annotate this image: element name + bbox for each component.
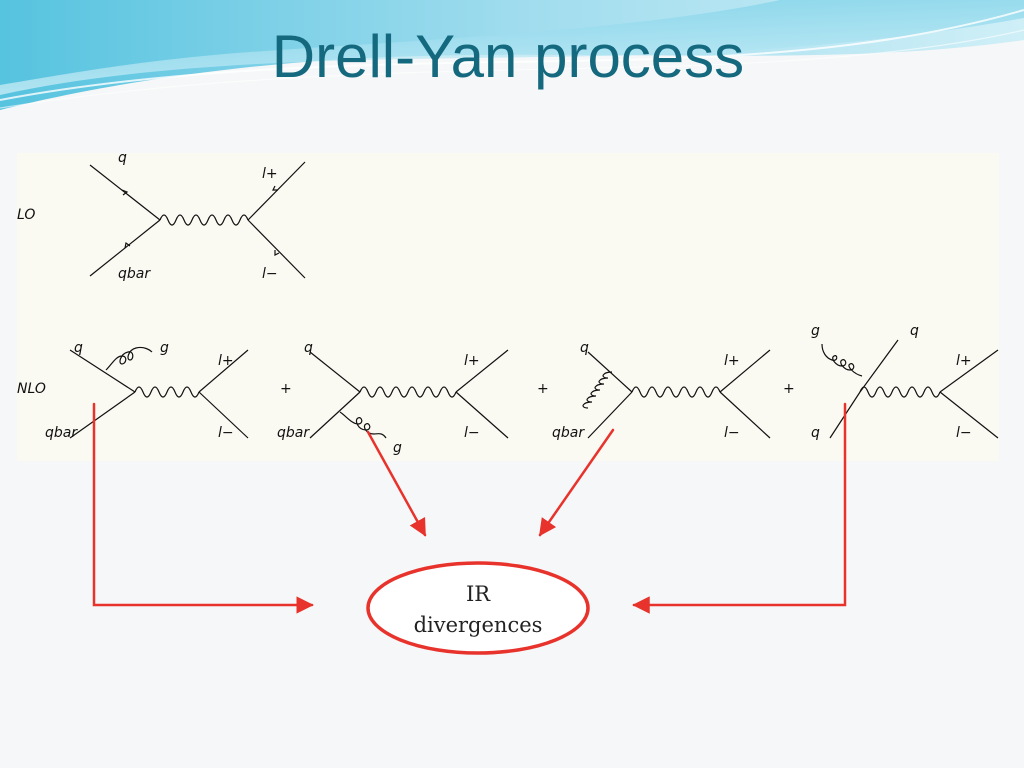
ir-label-line2: divergences (414, 613, 543, 637)
lo-diagram (89, 161, 306, 279)
nlo1-lplus-label: l+ (218, 353, 234, 369)
nlo2-lminus-label: l− (464, 425, 480, 441)
nlo3-lminus-label: l− (724, 425, 740, 441)
header-wave-line-2 (0, 29, 1024, 109)
header-wave-highlight (0, 0, 1024, 95)
nlo-diagram-2 (309, 349, 509, 439)
nlo2-g-label: g (393, 440, 402, 456)
nlo4-q-bottom-label: q (811, 425, 820, 441)
lo-lminus-label: l− (262, 266, 278, 282)
nlo-label: NLO (17, 381, 46, 397)
ir-label-line1: IR (466, 582, 491, 606)
lo-lplus-label: l+ (262, 166, 278, 182)
lo-label: LO (17, 207, 35, 223)
arrow-from-nlo2 (366, 430, 427, 537)
arrow-from-nlo3 (538, 428, 615, 537)
nlo1-lminus-label: l− (218, 425, 234, 441)
nlo-diagram-1 (69, 346, 249, 439)
plus-sign-2: + (537, 381, 549, 397)
nlo1-g-label: g (160, 340, 169, 356)
header-wave-line (0, 9, 1024, 101)
ir-divergences-ellipse (366, 561, 590, 655)
nlo4-q-top-label: q (910, 323, 919, 339)
nlo2-q-label: q (304, 340, 313, 356)
nlo4-lminus-label: l− (956, 425, 972, 441)
diagram-panel (17, 153, 999, 461)
nlo1-qbar-label: qbar (45, 425, 78, 441)
nlo2-lplus-label: l+ (464, 353, 480, 369)
nlo3-qbar-label: qbar (552, 425, 585, 441)
lo-qbar-label: qbar (118, 266, 151, 282)
plus-sign-3: + (783, 381, 795, 397)
nlo3-q-label: q (580, 340, 589, 356)
arrow-from-nlo1 (92, 402, 314, 614)
nlo4-lplus-label: l+ (956, 353, 972, 369)
nlo2-qbar-label: qbar (277, 425, 310, 441)
lo-q-label: q (118, 150, 127, 166)
red-arrows (92, 402, 847, 614)
nlo-diagram-3 (582, 349, 771, 439)
page-title: Drell-Yan process (271, 23, 745, 90)
plus-sign-1: + (280, 381, 292, 397)
nlo3-lplus-label: l+ (724, 353, 740, 369)
nlo4-g-label: g (811, 323, 820, 339)
arrow-from-nlo4 (632, 402, 847, 614)
nlo1-q-label: q (74, 340, 83, 356)
